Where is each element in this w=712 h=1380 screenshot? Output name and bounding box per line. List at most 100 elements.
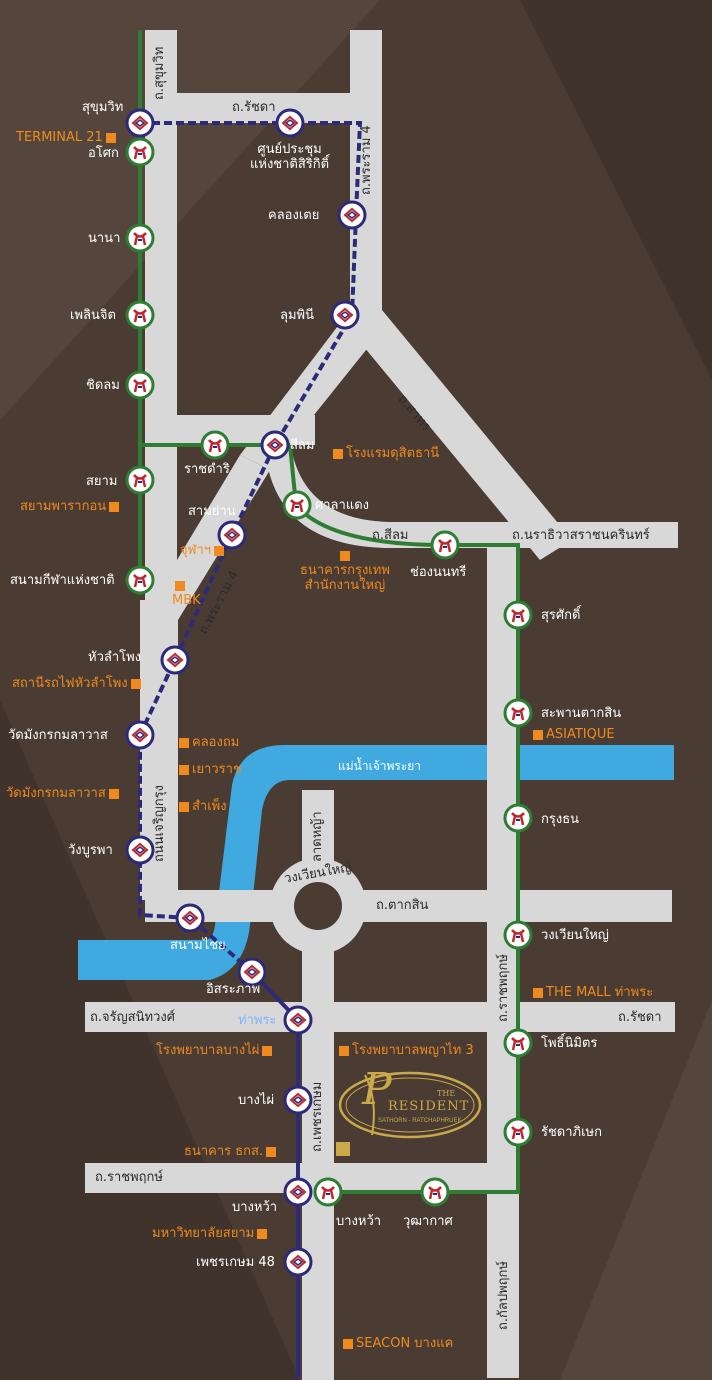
poi-the-mall: THE MALL ท่าพระ — [530, 985, 653, 1000]
poi-marker-icon — [108, 788, 119, 799]
road-label-silom: ถ.สีลม — [372, 528, 409, 543]
station-label-sanam-chai: สนามไชย — [170, 938, 226, 953]
station-label-itsaraphap: อิสระภาพ — [206, 982, 261, 997]
station-label-phloenchit: เพลินจิต — [70, 308, 116, 323]
poi-marker-icon — [109, 501, 120, 512]
mrt-station-icon — [283, 1005, 313, 1035]
road-taksin — [145, 890, 672, 922]
station-label-pho-nimit: โพธิ์นิมิตร — [541, 1036, 598, 1051]
station-label-krung-thon: กรุงธน — [541, 812, 580, 827]
mrt-station-icon — [337, 200, 367, 230]
station-label-qsncc-line1: ศูนย์ประชุม — [257, 142, 322, 157]
station-label-chong-nonsi: ช่องนนทรี — [410, 565, 467, 580]
station-label-surasak: สุรศักดิ์ — [541, 608, 581, 623]
road-label-rama4-top: ถ.พระราม 4 — [359, 125, 374, 195]
road-sathorn — [350, 310, 572, 560]
station-label-phetkasem48: เพชรเกษม 48 — [196, 1255, 275, 1270]
bts-station-icon — [503, 1028, 533, 1058]
logo-resident: RESIDENT — [388, 1099, 470, 1114]
poi-yaowarat: เยาวราช — [176, 762, 242, 777]
bts-station-icon — [125, 465, 155, 495]
poi-marker-icon — [179, 764, 189, 775]
poi-chula: จุฬาฯ — [180, 543, 227, 558]
station-label-wat-mangkon: วัดมังกรกมลาวาส — [8, 728, 108, 743]
project-marker — [336, 1142, 350, 1156]
poi-siam-university: มหาวิทยาลัยสยาม — [152, 1226, 270, 1241]
station-label-sukhumvit: สุขุมวิท — [82, 100, 124, 115]
logo-big-p: P — [362, 1064, 392, 1115]
station-label-lumphini: ลุมพินี — [280, 308, 314, 323]
station-label-wutthakat: วุฒากาศ — [403, 1214, 453, 1229]
poi-bbl: ธนาคารกรุงเทพ สำนักงานใหญ่ — [300, 548, 390, 593]
mrt-station-icon — [330, 300, 360, 330]
bts-stations — [125, 137, 533, 1207]
bts-station-icon — [503, 1117, 533, 1147]
mrt-station-icon — [217, 520, 247, 550]
road-label-charansanitwong: ถ.จรัญสนิทวงศ์ — [90, 1010, 175, 1025]
bts-station-icon — [503, 698, 533, 728]
bts-station-icon — [125, 223, 155, 253]
poi-marker-icon — [262, 1045, 273, 1056]
station-label-bang-wa-mrt: บางหว้า — [232, 1200, 278, 1215]
station-label-wongwian-yai: วงเวียนใหญ่ — [541, 928, 609, 943]
poi-marker-icon — [175, 580, 185, 591]
station-label-bang-wa-bts: บางหว้า — [336, 1214, 382, 1229]
road-label-sukhumvit: ถ.สุขุมวิท — [152, 46, 167, 100]
bg-facet — [520, 0, 712, 380]
bts-station-icon — [125, 370, 155, 400]
bts-station-icon — [125, 300, 155, 330]
station-label-nana: นานา — [88, 231, 121, 246]
poi-marker-icon — [105, 132, 116, 143]
road-label-phetkasem: ถ.เพชรเกษม — [310, 1081, 325, 1152]
road-rama4-diag — [240, 310, 382, 470]
poi-sampheng: สำเพ็ง — [176, 799, 227, 814]
poi-hualamphong-station: สถานีรถไฟหัวลำโพง — [12, 676, 144, 691]
station-label-sala-daeng: ศาลาแดง — [315, 498, 369, 513]
mrt-station-icon — [283, 1247, 313, 1277]
road-ratchaphruek-horiz — [85, 1163, 315, 1193]
bts-station-icon — [503, 920, 533, 950]
road-label-ratchada-top: ถ.รัชดา — [232, 100, 276, 115]
logo-subtitle: SATHORN - RATCHAPHRUEK — [378, 1118, 462, 1124]
station-label-national-stadium: สนามกีฬาแห่งชาติ — [10, 573, 115, 588]
poi-marker-icon — [266, 1146, 277, 1157]
road-label-ratchaphruek-vert: ถ.ราชพฤกษ์ — [496, 954, 511, 1022]
mrt-station-icon — [125, 108, 155, 138]
roads — [85, 30, 678, 1380]
station-label-silom: สีลม — [290, 438, 315, 453]
mrt-stations — [125, 108, 367, 1277]
station-label-hua-lamphong: หัวลำโพง — [88, 650, 142, 665]
poi-marker-icon — [533, 729, 543, 740]
roundabout-center — [294, 882, 342, 930]
bts-station-icon — [503, 803, 533, 833]
poi-marker-icon — [339, 1045, 349, 1056]
mrt-station-icon — [125, 835, 155, 865]
road-label-kanlapaphruek: ถ.กัลปพฤกษ์ — [496, 1261, 511, 1330]
station-label-asok: อโศก — [88, 146, 119, 161]
road-silom — [265, 440, 678, 548]
road-label-taksin: ถ.ตากสิน — [376, 898, 429, 913]
mrt-station-icon — [275, 108, 305, 138]
poi-marker-icon — [130, 678, 141, 689]
mrt-station-icon — [160, 645, 190, 675]
station-label-khlong-toei: คลองเตย — [268, 208, 320, 223]
road-label-ratchada-bottom: ถ.รัชดา — [618, 1010, 662, 1025]
road-charansanitwong — [85, 1002, 675, 1032]
station-label-tha-phra: ท่าพระ — [238, 1013, 277, 1028]
bts-station-icon — [125, 565, 155, 595]
mrt-station-icon — [283, 1177, 313, 1207]
mrt-station-icon — [125, 720, 155, 750]
road-rama4-top — [350, 30, 382, 350]
bts-station-icon — [420, 1177, 450, 1207]
river-label: แม่น้ำเจ้าพระยา — [338, 759, 422, 773]
station-label-qsncc: ศูนย์ประชุม แห่งชาติสิริกิติ์ — [250, 142, 329, 172]
road-label-charoenkrung: ถนนเจริญกรุง — [152, 785, 167, 862]
station-label-chitlom: ชิดลม — [86, 378, 120, 393]
road-ratchaphruek — [487, 548, 519, 1378]
poi-marker-icon — [343, 1338, 353, 1349]
station-label-wang-burapha: วังบูรพา — [68, 843, 113, 858]
poi-marker-icon — [179, 801, 189, 812]
poi-mbk: MBK — [172, 578, 201, 608]
road-rama4-mid — [150, 455, 270, 620]
